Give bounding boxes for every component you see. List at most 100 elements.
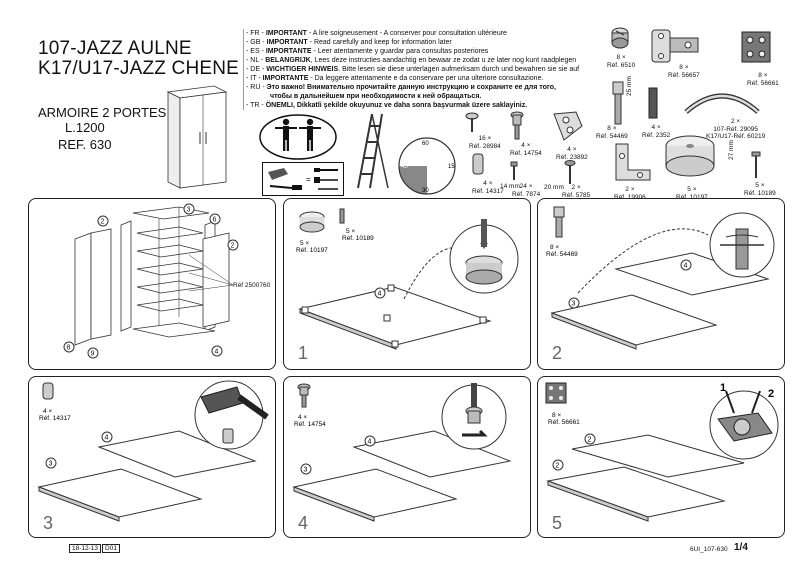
callout-3: 3 xyxy=(187,207,191,214)
exploded-view-panel: 2 3 6 2 8 9 4 Réf 2500760 xyxy=(28,198,276,370)
part-28984: 16 ×Réf. 28984 xyxy=(469,135,501,150)
warning-nl: - NL - BELANGRIJK, Lees deze instructies… xyxy=(246,57,577,64)
title-line-2: K17/U17-JAZZ CHENE xyxy=(38,58,240,79)
part-6510: 8 ×Réf. 6510 xyxy=(607,54,636,69)
warning-ru-2: чтобы в дальнейшем при необходимости к н… xyxy=(270,93,482,100)
step1-ref-a: Réf. 10197 xyxy=(296,247,328,254)
step4-callout-3: 3 xyxy=(304,467,308,474)
title-line-1: 107-JAZZ AULNE xyxy=(38,38,192,59)
long-screw-icon xyxy=(564,160,576,184)
step-3-number: 3 xyxy=(43,513,53,533)
mounting-bracket-icon xyxy=(553,111,583,141)
product-ref: REF. 630 xyxy=(58,137,112,152)
product-size: L.1200 xyxy=(65,120,105,135)
part-14317: 4 ×Réf. 14317 xyxy=(472,180,504,195)
callout-6: 6 xyxy=(213,217,217,224)
part-19906: 2 ×Réf. 19906 xyxy=(614,186,646,201)
step1-qty-a: 5 × xyxy=(300,240,309,247)
step2-callout-4: 4 xyxy=(684,263,688,270)
part-5785: 2 ×Réf. 5785 xyxy=(562,184,591,199)
warning-ru: - RU - Это важно! Внимательно прочитайте… xyxy=(246,84,556,91)
step3-ref: Réf. 14317 xyxy=(39,415,71,422)
step-2-diagram: 8 × Réf. 54469 4 3 2 xyxy=(546,206,775,363)
dim-27mm: 27 mm xyxy=(728,140,735,160)
footer-date: 18-12-13 xyxy=(69,544,102,553)
callout-4: 4 xyxy=(215,349,219,356)
warning-it: - IT - IMPORTANTE - Da leggere attentame… xyxy=(246,75,544,82)
step5-qty: 8 × xyxy=(552,412,561,419)
step2-callout-3: 3 xyxy=(572,301,576,308)
step-5-panel: 8 × Réf. 56661 2 2 1 2 5 xyxy=(537,376,785,538)
step2-ref: Réf. 54469 xyxy=(546,251,578,258)
step-2-panel: 8 × Réf. 54469 4 3 2 xyxy=(537,198,785,370)
footer-rev: D01 xyxy=(102,544,120,553)
part-10197: 5 ×Réf. 10197 xyxy=(676,186,708,201)
warnings-block: - FR - IMPORTANT - A lire soigneusement … xyxy=(243,29,580,110)
warning-fr: - FR - IMPORTANT - A lire soigneusement … xyxy=(246,30,507,37)
two-persons-icon xyxy=(259,114,337,160)
cam-lock-icon xyxy=(611,27,629,49)
wood-dowel-icon xyxy=(648,87,658,119)
step-3-panel: 4 × Réf. 14317 4 3 3 xyxy=(28,376,276,538)
hinge-icon xyxy=(651,29,699,63)
step1-ref-b: Réf. 10189 xyxy=(342,235,374,242)
cam-dowel-icon xyxy=(510,111,524,140)
part-56661: 8 ×Réf. 56661 xyxy=(747,72,779,87)
product-name: ARMOIRE 2 PORTES xyxy=(38,105,167,120)
dim-20mm: 20 mm xyxy=(544,184,564,191)
step3-qty: 4 × xyxy=(43,408,52,415)
step-1-number: 1 xyxy=(298,343,308,363)
callout-2-left: 2 xyxy=(101,219,105,226)
step5-detail-1: 1 xyxy=(720,382,726,394)
part-7874: 24 ×Réf. 7874 xyxy=(512,183,541,198)
warning-de: - DE - WICHTIGER HINWEIS. Bitte lesen si… xyxy=(246,66,580,73)
step1-callout-4: 4 xyxy=(378,291,382,298)
step-5-diagram: 8 × Réf. 56661 2 2 1 2 5 xyxy=(545,382,779,533)
clock-label-60: 60 xyxy=(422,141,429,147)
part-23892: 4 ×Réf. 23892 xyxy=(556,146,588,161)
cam-bolt-icon xyxy=(472,153,484,175)
angle-bracket-icon xyxy=(615,143,651,181)
foot-pad-icon xyxy=(665,135,715,177)
step1-qty-b: 5 × xyxy=(346,228,355,235)
small-screw-icon xyxy=(465,112,479,132)
step-4-panel: 4 × Réf. 14754 4 3 4 xyxy=(283,376,531,538)
step-1-diagram: 5 × Réf. 10197 5 × Réf. 10189 4 1 xyxy=(296,208,519,363)
callout-8: 8 xyxy=(67,345,71,352)
clock-label-15: 15 xyxy=(448,164,455,170)
support-peg-icon xyxy=(612,81,624,125)
step-1-panel: 5 × Réf. 10197 5 × Réf. 10189 4 1 xyxy=(283,198,531,370)
svg-text:=: = xyxy=(306,175,311,184)
step-2-number: 2 xyxy=(552,343,562,363)
step3-callout-4: 4 xyxy=(105,435,109,442)
dim-14mm: 14 mm xyxy=(500,183,520,190)
part-10189: 5 ×Réf. 10189 xyxy=(744,182,776,197)
step5-callout-2a: 2 xyxy=(588,437,592,444)
part-2352: 4 ×Réf. 2352 xyxy=(642,124,671,139)
step-4-diagram: 4 × Réf. 14754 4 3 4 xyxy=(292,383,512,533)
tools-icon: = xyxy=(262,162,344,196)
step4-qty: 4 × xyxy=(298,414,307,421)
warning-tr: - TR - ÖNEMLI, Dikkatli şekilde okuyunuz… xyxy=(246,102,528,109)
ladder-icon xyxy=(357,113,389,189)
handle-icon xyxy=(684,93,760,114)
step5-detail-2: 2 xyxy=(768,388,774,400)
step-5-number: 5 xyxy=(552,513,562,533)
step3-callout-3: 3 xyxy=(49,461,53,468)
assembly-time-clock-icon: 60 15 45 30 xyxy=(398,137,456,195)
part-56657: 8 ×Réf. 56657 xyxy=(668,64,700,79)
clock-label-30: 30 xyxy=(422,188,429,194)
step5-ref: Réf. 56661 xyxy=(548,419,580,426)
callout-9: 9 xyxy=(91,351,95,358)
dim-25mm: 25 mm xyxy=(626,76,633,96)
step-3-diagram: 4 × Réf. 14317 4 3 3 xyxy=(37,380,269,533)
hinge-plate-icon xyxy=(741,31,771,63)
callout-2-right: 2 xyxy=(231,243,235,250)
footer-doc-code: 6UI_107-630 xyxy=(690,546,728,553)
step5-callout-2b: 2 xyxy=(556,463,560,470)
step-4-number: 4 xyxy=(298,513,308,533)
exploded-wardrobe-diagram: 2 3 6 2 8 9 4 Réf 2500760 xyxy=(63,203,271,359)
warning-gb: - GB - IMPORTANT - Read carefully and ke… xyxy=(246,39,452,46)
